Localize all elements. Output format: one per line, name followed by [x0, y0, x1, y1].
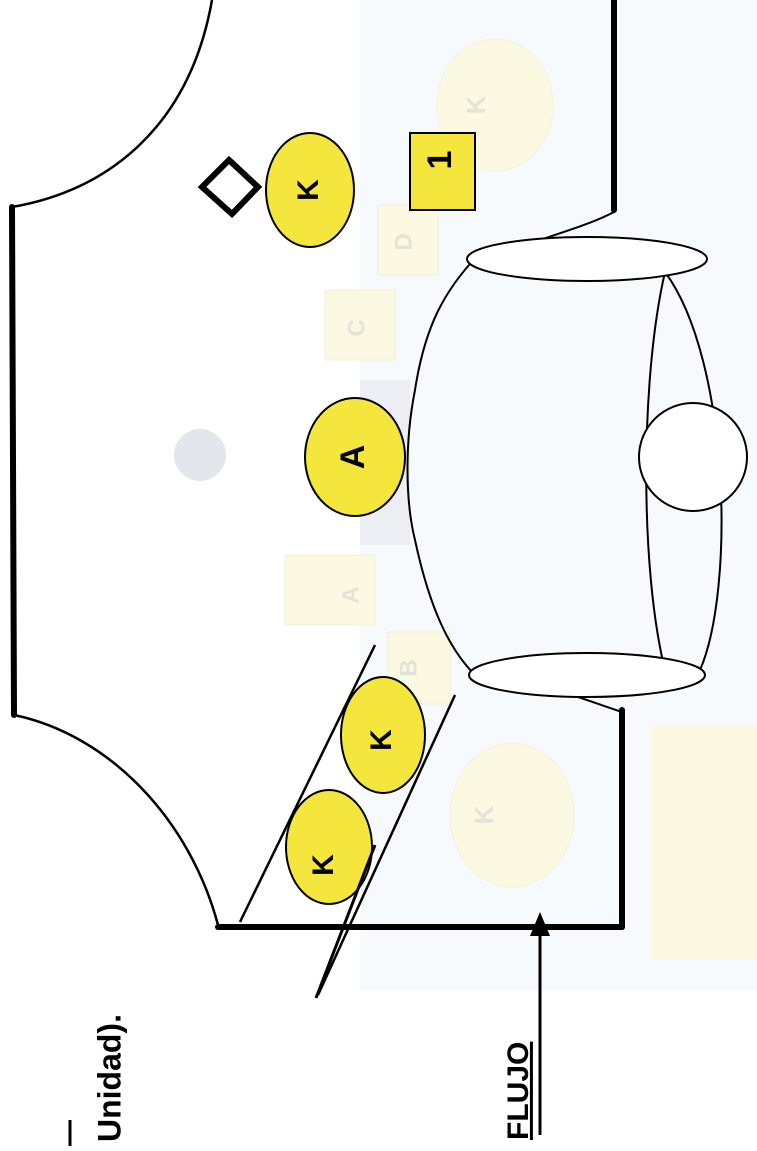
marker-circle-k-lower-1: K — [340, 676, 426, 794]
circle-k-lower-1-label: K — [365, 729, 398, 751]
faded-square-d — [377, 204, 439, 276]
chair-fixture — [406, 236, 748, 698]
faded-circle-k-top-label: K — [461, 95, 491, 114]
lane-line-right — [316, 694, 457, 996]
marker-circle-k-lower-2: K — [285, 789, 373, 905]
wall-left — [9, 204, 17, 718]
leader-line — [314, 844, 377, 999]
marker-circle-k-top: K — [265, 132, 355, 248]
faded-rect-bottom-right — [650, 725, 757, 960]
circle-k-lower-2-shape — [285, 789, 373, 905]
wall-curve-bottom — [12, 713, 220, 927]
faded-circle-k-bottom — [449, 742, 575, 888]
circle-k-lower-1-shape — [340, 676, 426, 794]
circle-k-top-shape — [265, 132, 355, 248]
faded-square-a-label: A — [337, 586, 364, 603]
faded-circle-k-bottom-label: K — [469, 805, 499, 824]
chair-headrest — [638, 402, 748, 512]
circle-k-top-label: K — [292, 179, 325, 201]
faded-square-a — [284, 554, 376, 626]
arrow-up-icon — [530, 912, 550, 1135]
chair-arm-top — [466, 236, 708, 282]
faded-round-mark — [174, 429, 226, 481]
faded-square-c — [324, 289, 396, 361]
room-outline — [9, 0, 625, 930]
chair-arm-bottom — [468, 652, 706, 698]
lane-line-left — [238, 644, 377, 923]
faded-square-b-label: B — [395, 659, 422, 676]
circle-k-lower-2-label: K — [307, 854, 340, 876]
circle-a-label: A — [334, 445, 372, 470]
circle-a-shape — [304, 397, 406, 517]
wall-curve-top — [10, 0, 214, 209]
chair-back-curve — [406, 254, 479, 676]
square-1-shape — [409, 132, 476, 211]
square-1-label: 1 — [421, 151, 459, 170]
flow-arrow-head — [530, 912, 550, 936]
marker-square-1: 1 — [409, 132, 476, 211]
diagonal-lane — [238, 644, 457, 996]
flow-label: FLUJO — [502, 1042, 535, 1140]
faded-square-c-label: C — [343, 319, 370, 336]
caption-partial-text: Unidad). — [91, 1014, 127, 1142]
diamond-outline-icon — [197, 155, 263, 219]
wall-joint-top — [539, 211, 615, 241]
faded-square-d-label: D — [390, 233, 417, 250]
marker-circle-a: A — [304, 397, 406, 517]
